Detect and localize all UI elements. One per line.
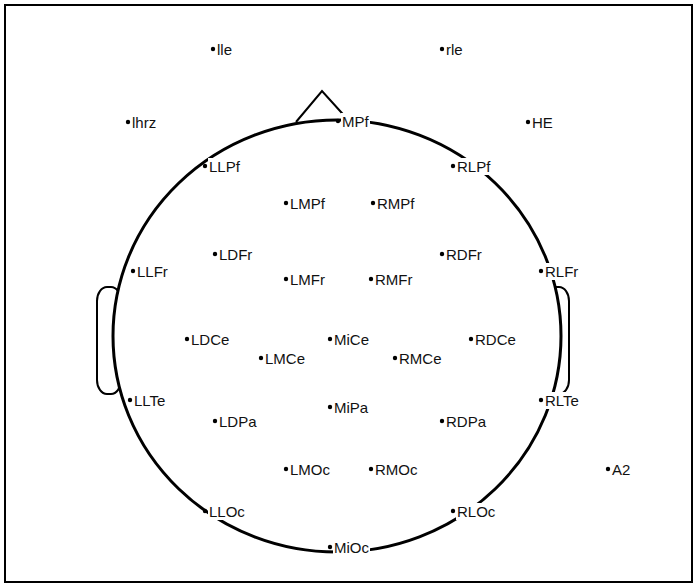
electrode-label: LLFr bbox=[136, 263, 169, 280]
electrode-label: HE bbox=[531, 114, 554, 131]
electrode-dot bbox=[606, 467, 610, 471]
electrode-dot bbox=[328, 405, 332, 409]
electrode-dot bbox=[371, 201, 375, 205]
electrode-label: MiPa bbox=[333, 399, 369, 416]
electrode-label: RLOc bbox=[456, 503, 496, 520]
frame bbox=[5, 5, 692, 582]
electrode-dot bbox=[185, 337, 189, 341]
electrode-label: LDFr bbox=[218, 246, 253, 263]
electrode-label: LLOc bbox=[208, 503, 246, 520]
head-outline bbox=[113, 120, 561, 552]
electrode-dot bbox=[259, 356, 263, 360]
electrode-label: LDCe bbox=[190, 331, 230, 348]
electrode-label: RMOc bbox=[374, 461, 419, 478]
electrode-dot bbox=[284, 201, 288, 205]
electrode-label: MiCe bbox=[333, 331, 370, 348]
electrode-dot bbox=[131, 269, 135, 273]
electrode-dot bbox=[126, 120, 130, 124]
electrode-label: LMCe bbox=[264, 350, 306, 367]
electrode-dot bbox=[440, 419, 444, 423]
electrode-dot bbox=[284, 467, 288, 471]
electrode-dot bbox=[128, 398, 132, 402]
electrode-label: MPf bbox=[341, 113, 370, 130]
electrode-label: RDCe bbox=[474, 331, 517, 348]
electrode-dot bbox=[451, 509, 455, 513]
electrode-label: LMFr bbox=[289, 271, 326, 288]
electrode-label: RLFr bbox=[544, 263, 579, 280]
electrode-label: RDFr bbox=[445, 246, 483, 263]
electrode-label: RMCe bbox=[398, 350, 443, 367]
electrode-dot bbox=[328, 545, 332, 549]
electrode-label: RMFr bbox=[374, 271, 414, 288]
electrode-label: LLTe bbox=[133, 392, 166, 409]
electrode-dot bbox=[539, 398, 543, 402]
electrode-dot bbox=[284, 277, 288, 281]
electrode-dot bbox=[369, 277, 373, 281]
electrode-dot bbox=[203, 509, 207, 513]
electrode-dot bbox=[393, 356, 397, 360]
electrode-dot bbox=[203, 164, 207, 168]
electrode-label: LLPf bbox=[208, 158, 241, 175]
electrode-label: MiOc bbox=[333, 539, 370, 556]
electrode-label: lhrz bbox=[131, 114, 157, 131]
electrode-label: RLPf bbox=[456, 158, 491, 175]
electrode-dot bbox=[469, 337, 473, 341]
electrode-label: lle bbox=[216, 41, 233, 58]
electrode-label: LMOc bbox=[289, 461, 331, 478]
electrode-dot bbox=[369, 467, 373, 471]
electrode-dot bbox=[440, 47, 444, 51]
electrode-label: LDPa bbox=[218, 413, 258, 430]
electrode-dot bbox=[440, 252, 444, 256]
electrode-label: LMPf bbox=[289, 195, 326, 212]
electrode-dot bbox=[526, 120, 530, 124]
electrode-dot bbox=[539, 269, 543, 273]
electrode-label: RLTe bbox=[544, 392, 580, 409]
electrode-dot bbox=[328, 337, 332, 341]
electrode-dot bbox=[213, 419, 217, 423]
electrode-dot bbox=[336, 119, 340, 123]
electrode-dot bbox=[451, 164, 455, 168]
electrode-label: A2 bbox=[611, 461, 631, 478]
electrode-dot bbox=[213, 252, 217, 256]
electrode-label: RDPa bbox=[445, 413, 487, 430]
electrode-label: rle bbox=[445, 41, 464, 58]
electrode-label: RMPf bbox=[376, 195, 416, 212]
electrode-dot bbox=[211, 47, 215, 51]
